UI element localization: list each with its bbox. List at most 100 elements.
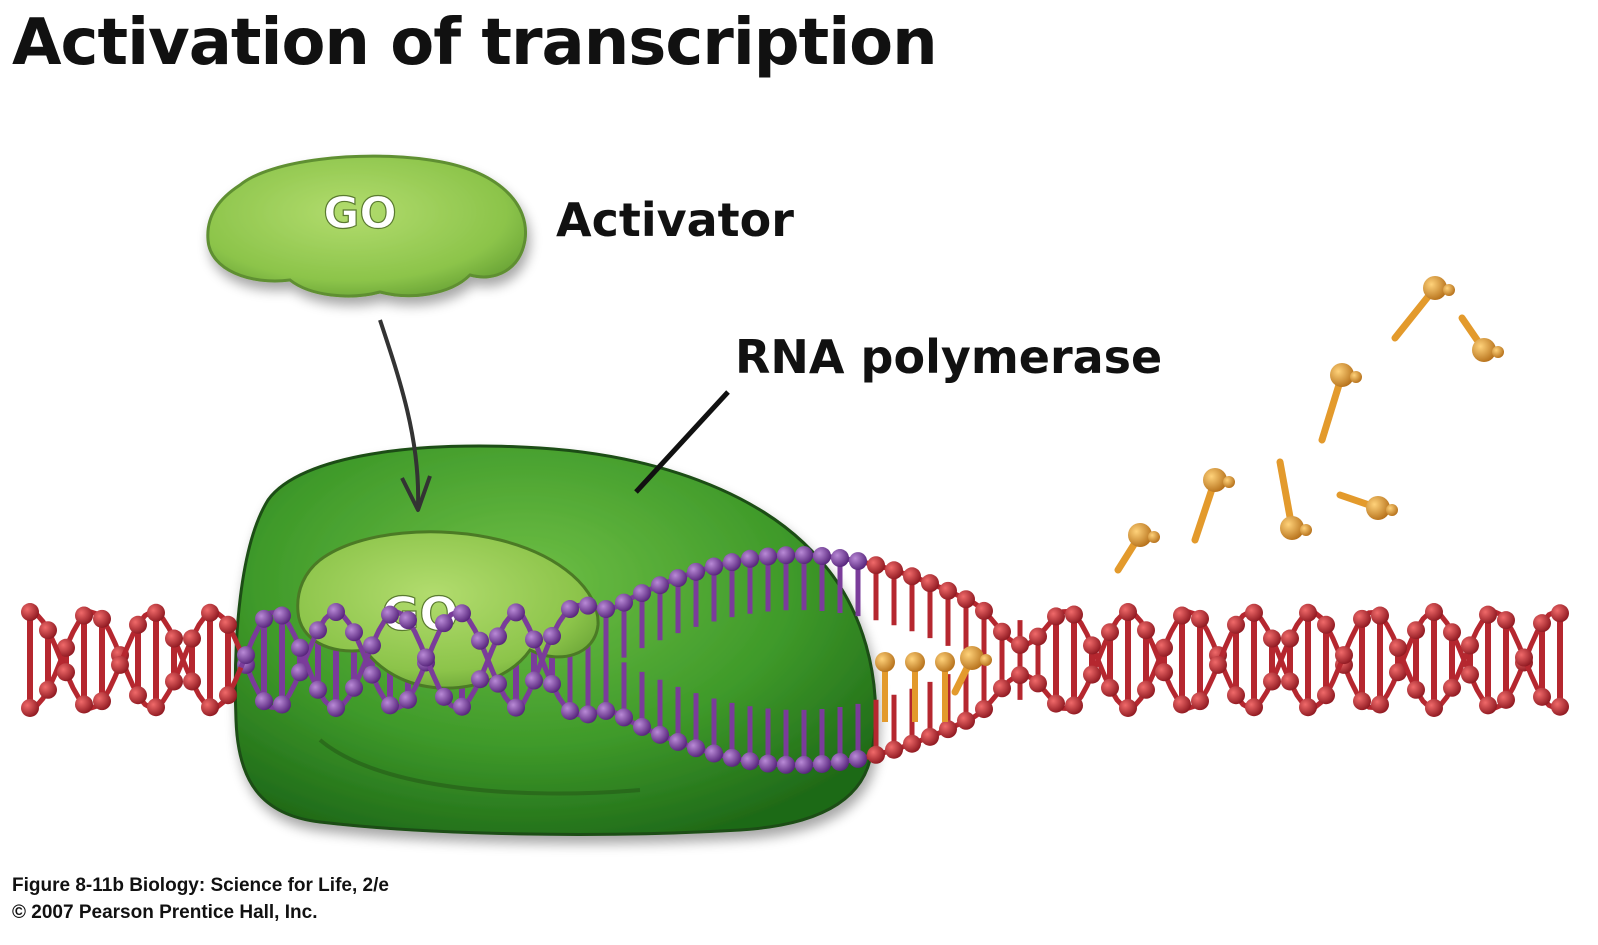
dna-nucleotide-bead	[1083, 665, 1101, 684]
dna-nucleotide-bead	[1281, 672, 1299, 691]
dna-nucleotide-bead	[1479, 696, 1497, 715]
dna-nucleotide-bead	[1479, 605, 1497, 624]
dna-nucleotide-bead	[93, 609, 111, 628]
activator-label: Activator	[556, 193, 794, 247]
dna-nucleotide-bead	[1443, 678, 1461, 697]
free-nucleotide-head	[1423, 276, 1447, 300]
dna-nucleotide-bead	[165, 672, 183, 691]
dna-nucleotide-bead	[705, 744, 723, 763]
dna-nucleotide-bead	[723, 748, 741, 767]
dna-nucleotide-bead	[903, 567, 921, 586]
dna-nucleotide-bead	[399, 611, 417, 630]
dna-nucleotide-bead	[633, 584, 651, 603]
dna-nucleotide-bead	[147, 698, 165, 717]
dna-nucleotide-bead	[1173, 695, 1191, 714]
dna-nucleotide-bead	[507, 603, 525, 622]
dna-nucleotide-bead	[705, 557, 723, 576]
dna-nucleotide-bead	[561, 600, 579, 619]
dna-nucleotide-bead	[1173, 606, 1191, 625]
dna-nucleotide-bead	[561, 701, 579, 720]
dna-nucleotide-bead	[1227, 686, 1245, 705]
dna-nucleotide-bead	[597, 600, 615, 619]
dna-nucleotide-bead	[219, 686, 237, 705]
dna-nucleotide-bead	[1371, 606, 1389, 625]
dna-nucleotide-bead	[1443, 623, 1461, 642]
dna-nucleotide-bead	[741, 549, 759, 568]
free-nucleotide-phosphate	[1492, 346, 1504, 358]
dna-nucleotide-bead	[1551, 697, 1569, 716]
dna-nucleotide-bead	[1425, 603, 1443, 622]
caption-line-2: © 2007 Pearson Prentice Hall, Inc.	[12, 902, 318, 923]
dna-nucleotide-bead	[1263, 672, 1281, 691]
dna-nucleotide-bead	[1191, 692, 1209, 711]
dna-nucleotide-bead	[579, 705, 597, 724]
dna-nucleotide-bead	[39, 621, 57, 640]
dna-nucleotide-bead	[363, 636, 381, 655]
dna-nucleotide-bead	[867, 745, 885, 764]
dna-nucleotide-bead	[993, 622, 1011, 641]
dna-nucleotide-bead	[435, 614, 453, 633]
dna-nucleotide-bead	[975, 700, 993, 719]
rna-polymerase-label: RNA polymerase	[735, 330, 1163, 384]
dna-nucleotide-bead	[1155, 663, 1173, 682]
dna-nucleotide-bead	[57, 663, 75, 682]
dna-nucleotide-bead	[1425, 698, 1443, 717]
dna-nucleotide-bead	[1047, 607, 1065, 626]
figure-caption: Figure 8-11b Biology: Science for Life, …	[12, 872, 389, 926]
dna-nucleotide-bead	[885, 740, 903, 759]
dna-nucleotide-bead	[1101, 678, 1119, 697]
dna-nucleotide-bead	[309, 680, 327, 699]
dna-nucleotide-bead	[1263, 629, 1281, 648]
dna-nucleotide-bead	[1083, 636, 1101, 655]
free-nucleotide-phosphate	[1223, 476, 1235, 488]
dna-nucleotide-bead	[39, 680, 57, 699]
dna-nucleotide-bead	[417, 648, 435, 667]
dna-nucleotide-bead	[489, 674, 507, 693]
dna-nucleotide-bead	[453, 697, 471, 716]
dna-nucleotide-bead	[633, 717, 651, 736]
dna-nucleotide-bead	[21, 698, 39, 717]
dna-nucleotide-bead	[813, 547, 831, 566]
dna-nucleotide-bead	[363, 665, 381, 684]
dna-nucleotide-bead	[813, 754, 831, 773]
dna-nucleotide-bead	[1461, 665, 1479, 684]
free-nucleotide-head	[960, 646, 984, 670]
dna-nucleotide-bead	[777, 546, 795, 565]
dna-nucleotide-bead	[489, 627, 507, 646]
dna-nucleotide-bead	[885, 561, 903, 580]
dna-nucleotide-bead	[1011, 666, 1029, 685]
dna-nucleotide-bead	[471, 670, 489, 689]
dna-nucleotide-bead	[183, 672, 201, 691]
dna-nucleotide-bead	[543, 627, 561, 646]
dna-nucleotide-bead	[1299, 603, 1317, 622]
dna-nucleotide-bead	[651, 576, 669, 595]
dna-nucleotide-bead	[1335, 646, 1353, 665]
dna-nucleotide-bead	[435, 687, 453, 706]
dna-nucleotide-bead	[381, 605, 399, 624]
dna-nucleotide-bead	[1209, 655, 1227, 674]
dna-nucleotide-bead	[669, 569, 687, 588]
dna-nucleotide-bead	[273, 695, 291, 714]
free-nucleotide-phosphate	[1148, 531, 1160, 543]
dna-nucleotide-bead	[57, 638, 75, 657]
dna-nucleotide-bead	[525, 630, 543, 649]
dna-nucleotide-bead	[831, 549, 849, 568]
dna-nucleotide-bead	[1191, 609, 1209, 628]
dna-nucleotide-bead	[219, 615, 237, 634]
dna-nucleotide-bead	[1299, 698, 1317, 717]
dna-nucleotide-bead	[1101, 623, 1119, 642]
dna-nucleotide-bead	[1245, 698, 1263, 717]
dna-nucleotide-bead	[129, 615, 147, 634]
free-nucleotide-phosphate	[980, 654, 992, 666]
dna-nucleotide-bead	[651, 725, 669, 744]
activator-shape	[206, 154, 528, 298]
dna-nucleotide-bead	[759, 754, 777, 773]
dna-nucleotide-bead	[687, 562, 705, 581]
dna-nucleotide-bead	[939, 581, 957, 600]
dna-nucleotide-bead	[1353, 609, 1371, 628]
dna-nucleotide-bead	[1119, 698, 1137, 717]
dna-nucleotide-bead	[1317, 615, 1335, 634]
dna-nucleotide-bead	[867, 556, 885, 575]
dna-nucleotide-bead	[921, 574, 939, 593]
